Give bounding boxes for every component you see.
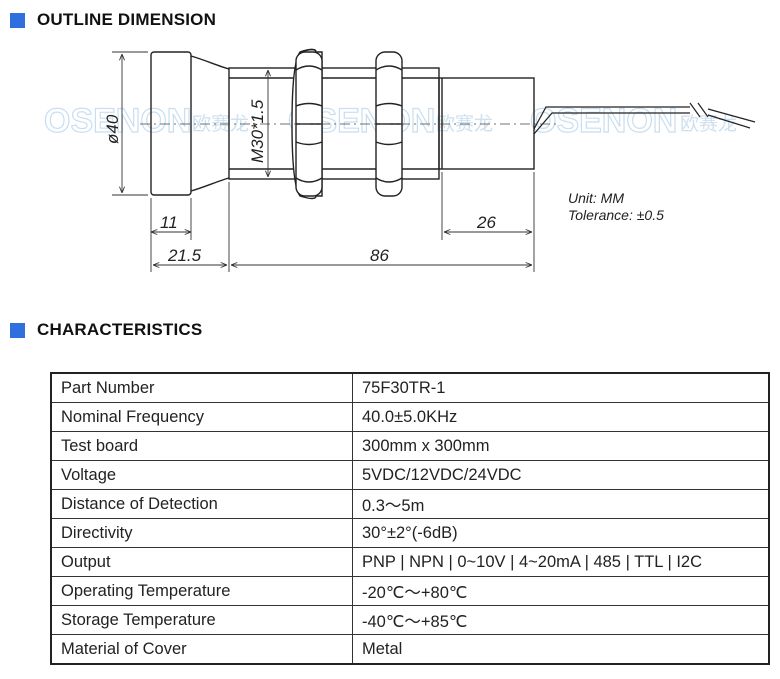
spec-value: -40℃～+85℃ bbox=[352, 605, 770, 635]
spec-label: Voltage bbox=[50, 460, 353, 490]
spec-label: Test board bbox=[50, 431, 353, 461]
diameter-label: ø40 bbox=[103, 114, 122, 144]
dim-body-length: 86 bbox=[370, 246, 389, 265]
spec-value: Metal bbox=[352, 634, 770, 665]
spec-label: Material of Cover bbox=[50, 634, 353, 665]
thread-label: M30*1.5 bbox=[248, 99, 267, 163]
tolerance-note: Tolerance: ±0.5 bbox=[568, 207, 664, 223]
table-row: Operating Temperature-20℃～+80℃ bbox=[50, 576, 770, 606]
characteristics-title: CHARACTERISTICS bbox=[37, 320, 203, 339]
watermark-cn-3: 欧赛龙 bbox=[680, 113, 737, 135]
spec-value: 0.3～5m bbox=[352, 489, 770, 519]
section-marker-icon bbox=[10, 322, 25, 338]
section-marker-icon bbox=[10, 12, 25, 28]
spec-label: Output bbox=[50, 547, 353, 577]
spec-value: 5VDC/12VDC/24VDC bbox=[352, 460, 770, 490]
spec-label: Nominal Frequency bbox=[50, 402, 353, 432]
spec-label: Distance of Detection bbox=[50, 489, 353, 519]
spec-value: 75F30TR-1 bbox=[352, 372, 770, 403]
spec-value: PNP | NPN | 0~10V | 4~20mA | 485 | TTL |… bbox=[352, 547, 770, 577]
spec-value: 30°±2°(-6dB) bbox=[352, 518, 770, 548]
dim-tail-length: 26 bbox=[476, 213, 496, 232]
spec-label: Directivity bbox=[50, 518, 353, 548]
spec-label: Storage Temperature bbox=[50, 605, 353, 635]
characteristics-heading: CHARACTERISTICS bbox=[10, 320, 202, 340]
spec-label: Part Number bbox=[50, 372, 353, 403]
watermark-brand-3: OSENON bbox=[530, 102, 677, 140]
dimension-lines bbox=[112, 51, 535, 272]
spec-value: -20℃～+80℃ bbox=[352, 576, 770, 606]
spec-value: 40.0±5.0KHz bbox=[352, 402, 770, 432]
table-row: Storage Temperature-40℃～+85℃ bbox=[50, 605, 770, 635]
watermark-brand-1: OSENON bbox=[44, 102, 191, 140]
unit-note: Unit: MM bbox=[568, 190, 624, 206]
dim-head-length: 11 bbox=[160, 213, 178, 232]
spec-value: 300mm x 300mm bbox=[352, 431, 770, 461]
outline-dimension-drawing: OSENON 欧赛龙 OSENON 欧赛龙 OSENON 欧赛龙 bbox=[43, 48, 756, 272]
spec-label: Operating Temperature bbox=[50, 576, 353, 606]
outline-dimension-heading: OUTLINE DIMENSION bbox=[10, 10, 216, 30]
dim-front-length: 21.5 bbox=[167, 246, 202, 265]
outline-dimension-title: OUTLINE DIMENSION bbox=[37, 10, 217, 29]
